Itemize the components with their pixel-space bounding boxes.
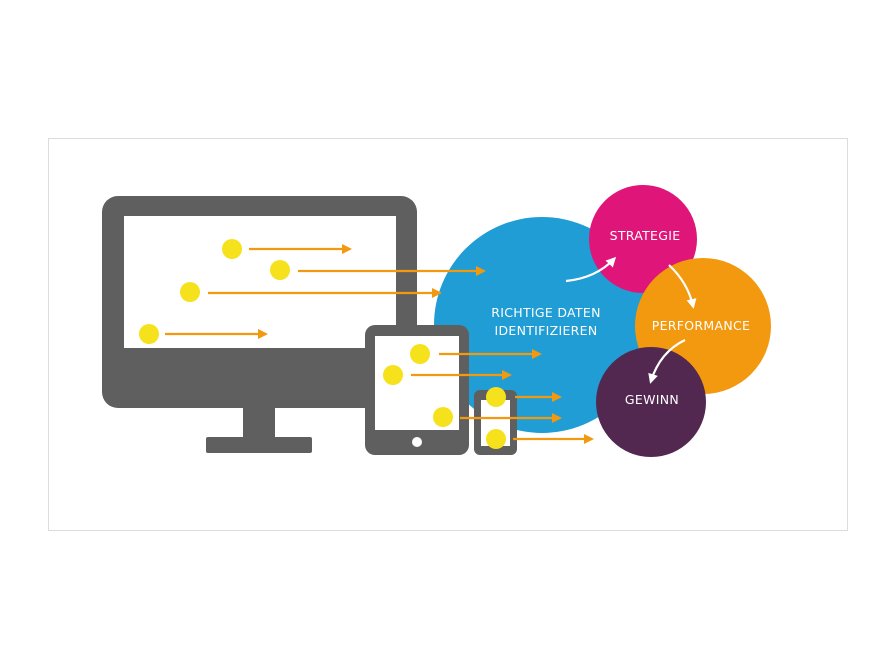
flow-arrow-to-gewinn [648, 339, 686, 384]
flow-arrow-to-strategie [565, 256, 617, 283]
monitor-screen [124, 216, 396, 348]
data-arrows [165, 244, 594, 444]
gewinn-circle [596, 347, 706, 457]
data-point [222, 239, 242, 259]
monitor-stand [206, 437, 312, 453]
data-point [180, 282, 200, 302]
data-point [486, 387, 506, 407]
flow-arrows [565, 256, 697, 384]
monitor-neck [243, 407, 275, 437]
center-label-line-2: IDENTIFIZIEREN [494, 323, 597, 338]
performance-label: PERFORMANCE [652, 318, 750, 333]
data-point [139, 324, 159, 344]
center-label-line-1: RICHTIGE DATEN [491, 305, 600, 320]
data-point [433, 407, 453, 427]
flow-arrow-to-performance [668, 264, 697, 309]
gewinn-label: GEWINN [625, 392, 679, 407]
strategie-label: STRATEGIE [610, 228, 681, 243]
identify-data-circle [434, 217, 650, 433]
data-point [383, 365, 403, 385]
tablet-home-button [412, 437, 422, 447]
data-point [270, 260, 290, 280]
data-point [410, 344, 430, 364]
data-points [139, 239, 506, 449]
data-point [486, 429, 506, 449]
